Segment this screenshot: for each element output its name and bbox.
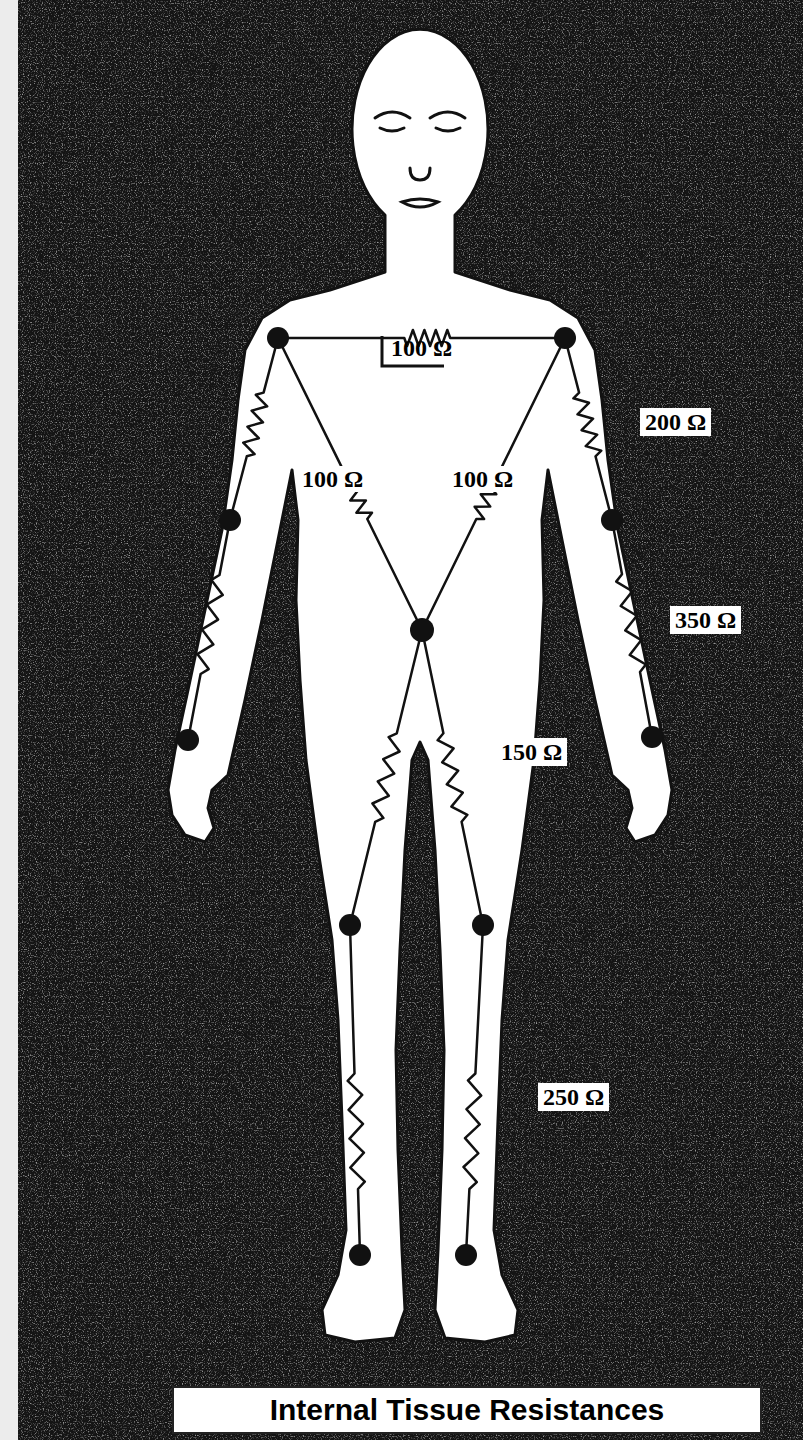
title-box: Internal Tissue Resistances — [172, 1386, 762, 1434]
face — [375, 112, 465, 207]
junction-dot — [267, 327, 289, 349]
junction-dots — [177, 327, 663, 1266]
resistor-symbol — [278, 338, 422, 630]
resistor-symbol — [188, 520, 230, 740]
resistor-symbol — [350, 630, 422, 925]
resistor-symbol — [464, 925, 484, 1255]
junction-dot — [455, 1244, 477, 1266]
resistance-value: 250 Ω — [538, 1083, 609, 1111]
resistor-network — [188, 330, 652, 1255]
junction-dot — [601, 509, 623, 531]
junction-dot — [472, 914, 494, 936]
resistor-symbol — [565, 338, 612, 520]
resistance-value: 100 Ω — [300, 466, 365, 492]
resistor-symbol — [230, 338, 278, 520]
junction-dot — [410, 618, 434, 642]
junction-dot — [339, 914, 361, 936]
resistor-symbol — [422, 338, 565, 630]
resistor-symbol — [612, 520, 652, 737]
junction-dot — [554, 327, 576, 349]
junction-dot — [641, 726, 663, 748]
resistance-value: 100 Ω — [450, 466, 515, 492]
junction-dot — [219, 509, 241, 531]
junction-dot — [349, 1244, 371, 1266]
resistance-value: 350 Ω — [670, 606, 741, 634]
resistance-value: 100 Ω — [386, 334, 457, 362]
body-outline — [168, 29, 672, 1342]
resistor-symbol — [348, 925, 365, 1255]
resistance-value: 200 Ω — [640, 408, 711, 436]
junction-dot — [177, 729, 199, 751]
resistance-value: 150 Ω — [496, 738, 567, 766]
title: Internal Tissue Resistances — [270, 1393, 665, 1427]
resistor-symbol — [422, 630, 483, 925]
page-margin — [0, 0, 18, 1440]
